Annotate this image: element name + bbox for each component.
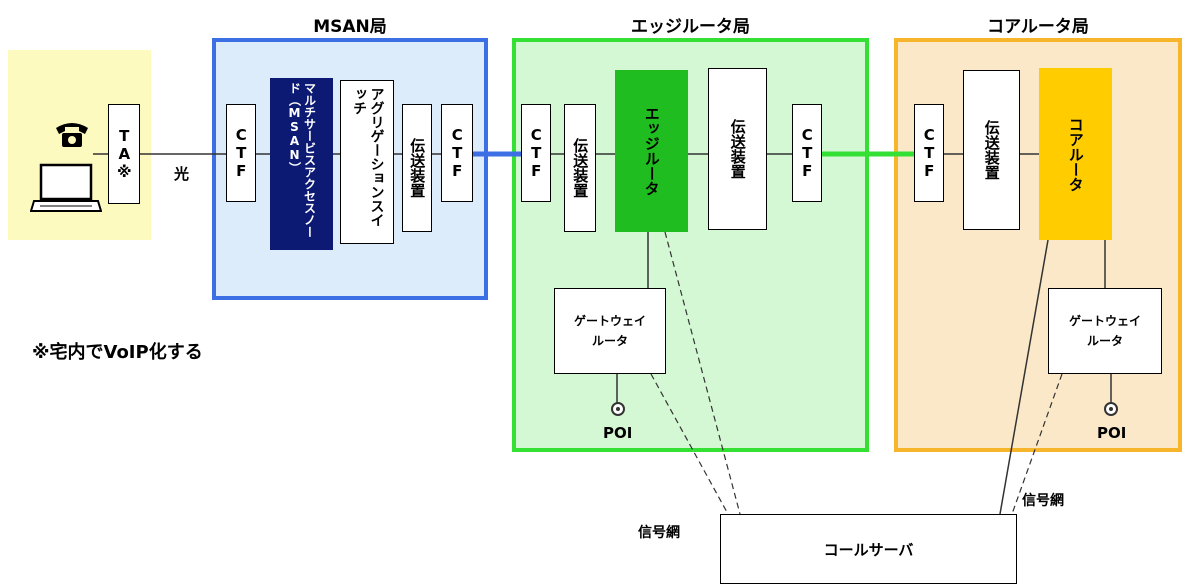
edge-ctf-1-label: CTF — [527, 126, 546, 180]
core-router: コアルータ — [1039, 68, 1112, 240]
edge-ctf-2: CTF — [792, 104, 822, 202]
edge-transport-1-label: 伝送装置 — [571, 138, 590, 198]
msan-device: マルチサービスアクセスノード（MSAN） — [270, 78, 333, 250]
aggregation-switch-label: アグリゲーションスイッチ — [351, 87, 385, 227]
msan-zone-title: MSAN局 — [313, 17, 387, 37]
aggregation-switch: アグリゲーションスイッチ — [340, 80, 394, 244]
msan-ctf-2-label: CTF — [448, 126, 467, 180]
terminal-adapter: TA※ — [108, 104, 140, 204]
core-transport-label: 伝送装置 — [982, 120, 1001, 180]
edge-ctf-1: CTF — [521, 104, 551, 202]
msan-ctf-2: CTF — [441, 104, 473, 202]
core-poi-label: POI — [1097, 424, 1127, 442]
core-gateway-router: ゲートウェイ ルータ — [1048, 288, 1162, 374]
call-server: コールサーバ — [720, 514, 1017, 584]
msan-ctf-1-label: CTF — [232, 126, 251, 180]
msan-device-label: マルチサービスアクセスノード（MSAN） — [287, 82, 317, 238]
signal-network-label-left: 信号網 — [638, 525, 680, 541]
phone-icon — [56, 123, 88, 147]
voip-note: ※宅内でVoIP化する — [32, 342, 203, 363]
core-ctf: CTF — [914, 104, 944, 202]
fiber-link-label: 光 — [174, 165, 190, 183]
edge-gateway-router: ゲートウェイ ルータ — [554, 288, 666, 374]
edge-transport-1: 伝送装置 — [564, 104, 596, 232]
edge-router: エッジルータ — [615, 70, 688, 232]
core-zone-title: コアルータ局 — [987, 17, 1089, 37]
edge-router-label: エッジルータ — [642, 106, 661, 196]
msan-transport-label: 伝送装置 — [408, 138, 427, 198]
edge-zone-title: エッジルータ局 — [631, 17, 750, 37]
edge-transport-2-label: 伝送装置 — [728, 119, 747, 179]
msan-transport: 伝送装置 — [402, 104, 432, 232]
msan-ctf-1: CTF — [226, 104, 256, 202]
signal-network-label-right: 信号網 — [1022, 493, 1064, 509]
core-router-label: コアルータ — [1066, 116, 1085, 192]
terminal-adapter-label: TA※ — [115, 127, 134, 181]
laptop-icon — [30, 163, 102, 212]
core-ctf-label: CTF — [920, 126, 939, 180]
call-server-label: コールサーバ — [823, 541, 914, 559]
edge-ctf-2-label: CTF — [798, 126, 817, 180]
edge-poi-label: POI — [603, 424, 633, 442]
edge-transport-2: 伝送装置 — [708, 68, 767, 230]
core-transport: 伝送装置 — [963, 70, 1020, 230]
